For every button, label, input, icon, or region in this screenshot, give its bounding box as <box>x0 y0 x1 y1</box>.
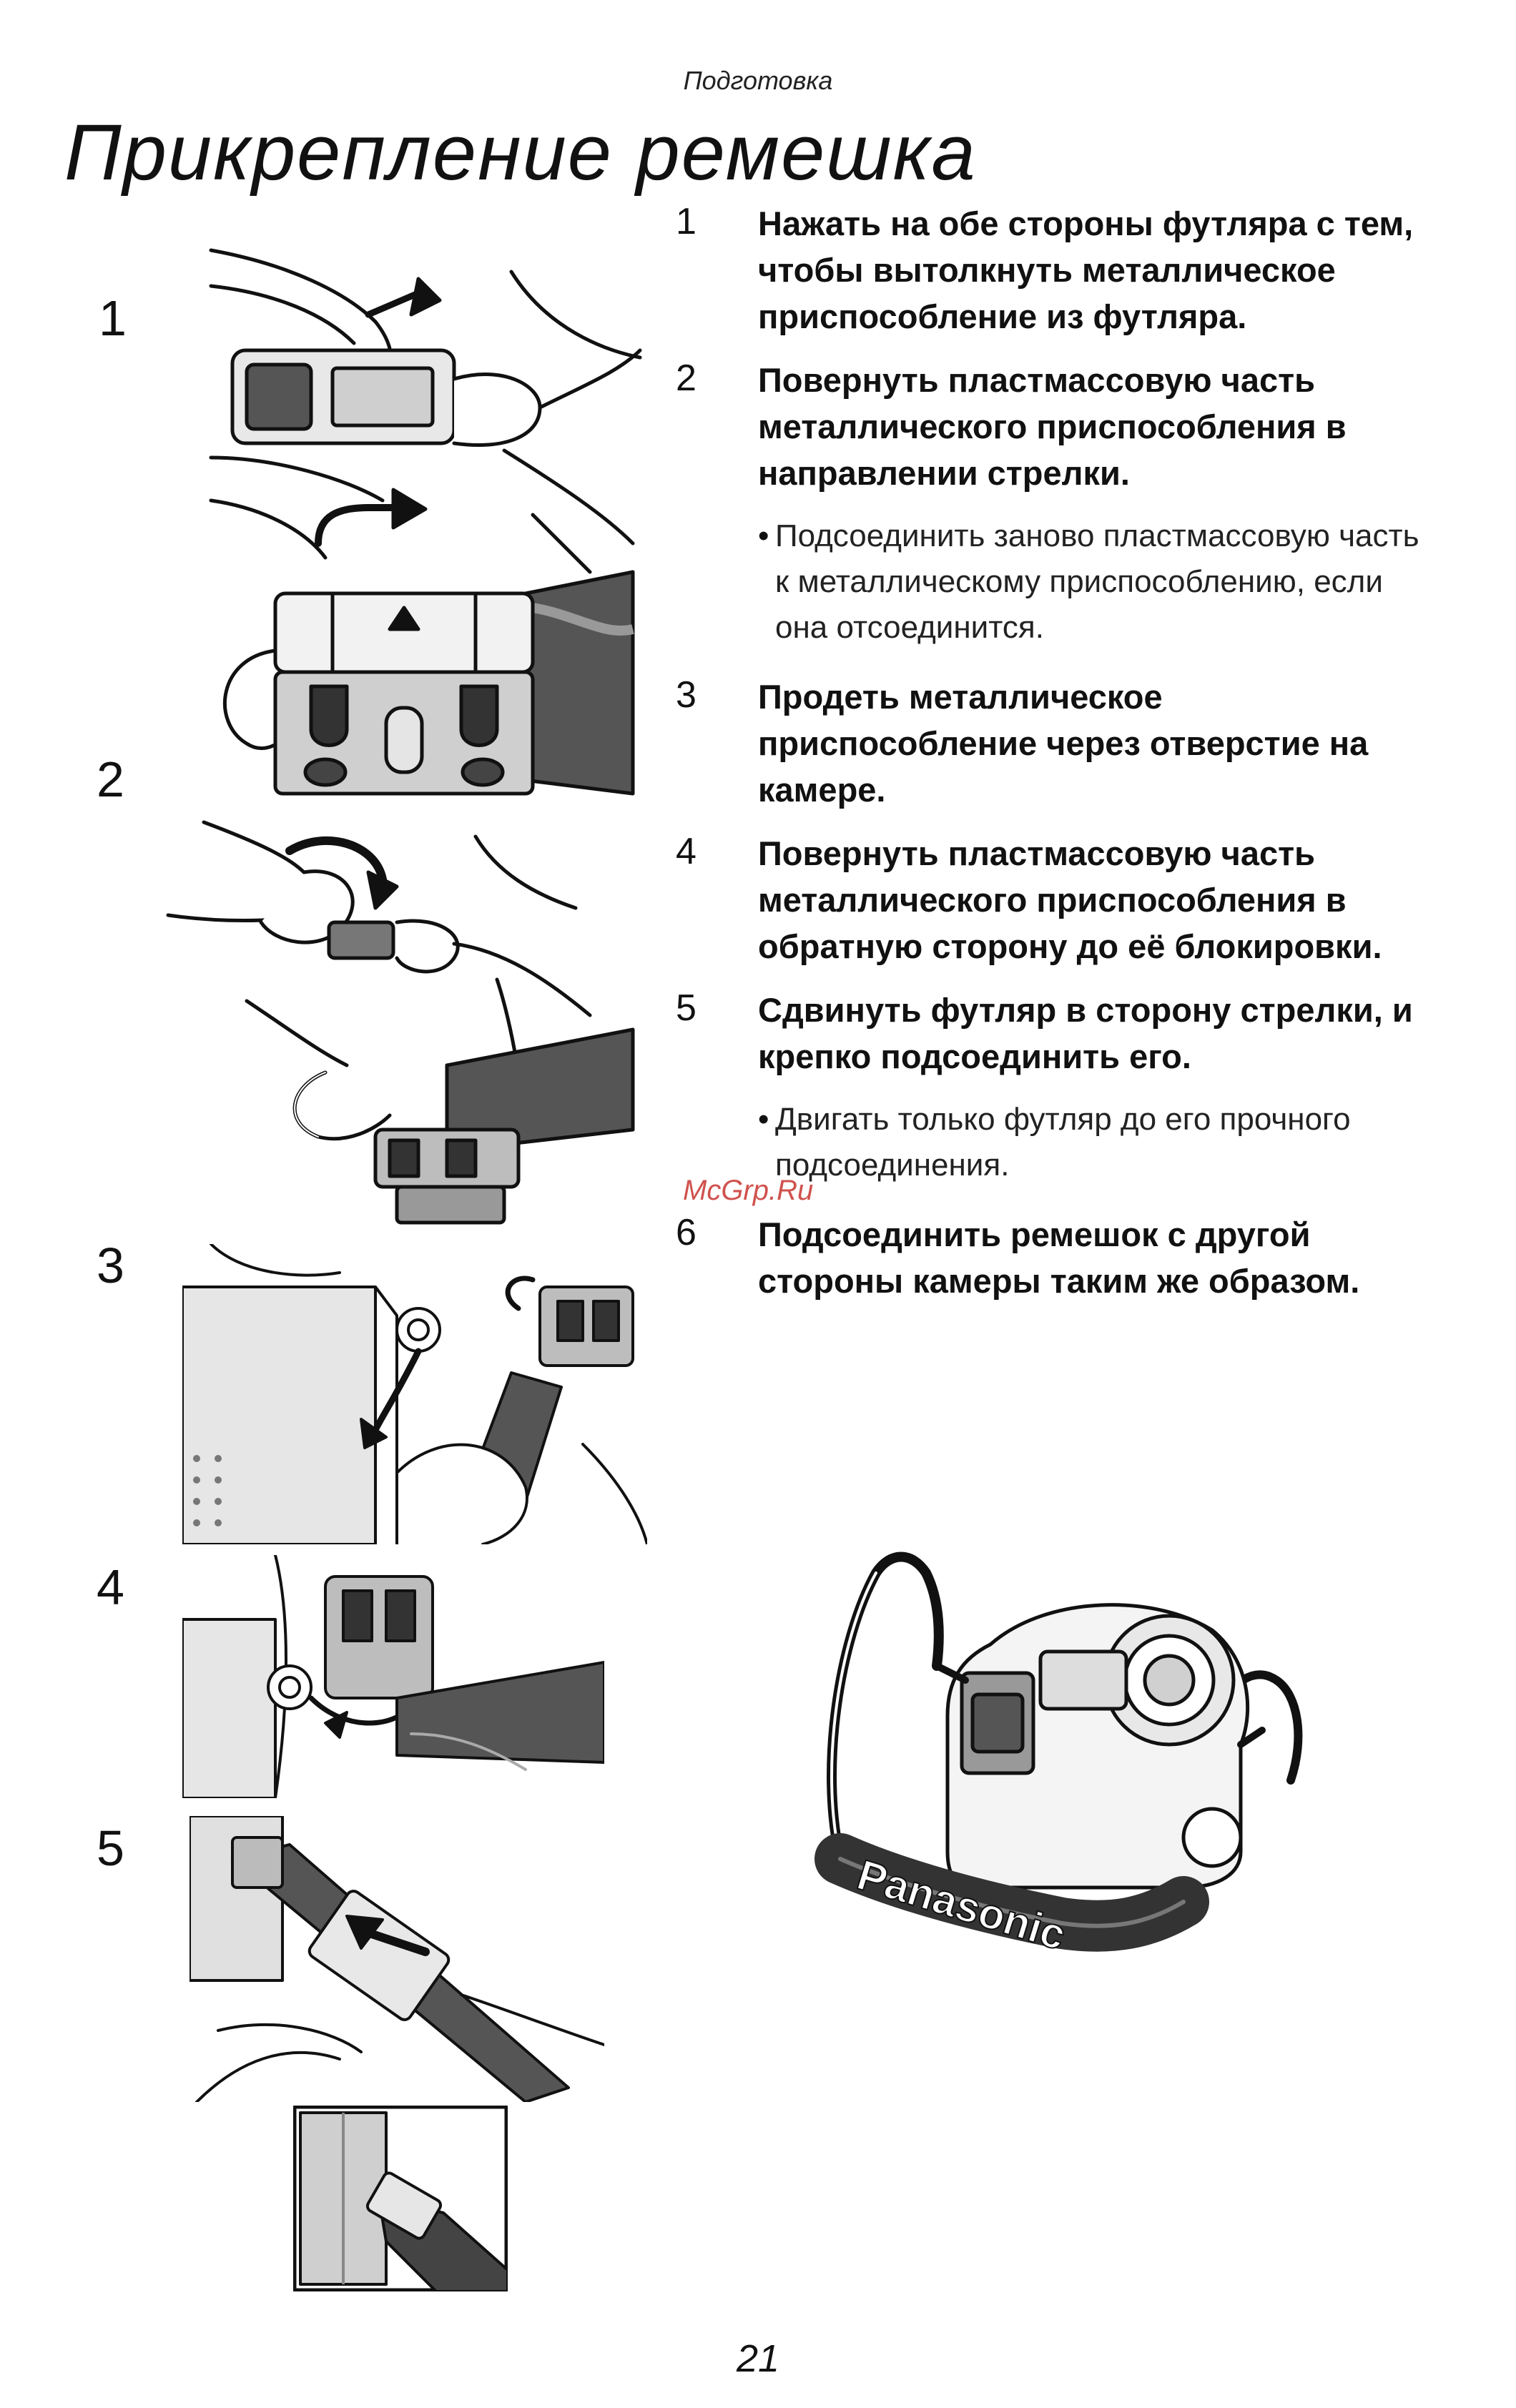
note-text: Подсоединить заново пластмассовую часть … <box>775 518 1419 645</box>
step-3: 3 Продеть металлическое приспособление ч… <box>676 673 1419 813</box>
figure-label-1: 1 <box>99 290 127 346</box>
page-title: Прикрепление ремешка <box>64 109 977 197</box>
step-5: 5 Сдвинуть футляр в сторону стрелки, и к… <box>676 987 1419 1080</box>
step-text: Подсоединить ремешок с другой стороны ка… <box>758 1215 1360 1300</box>
figure-label-4: 4 <box>97 1559 124 1615</box>
figure-label-3: 3 <box>97 1238 124 1293</box>
step-number: 6 <box>676 1212 697 1253</box>
step-text: Сдвинуть футляр в сторону стрелки, и кре… <box>758 991 1413 1075</box>
step-6: 6 Подсоединить ремешок с другой стороны … <box>676 1211 1419 1304</box>
page-number: 21 <box>736 2337 780 2380</box>
illustration-inset-connected <box>293 2106 508 2291</box>
step-number: 4 <box>676 831 697 872</box>
step-number: 5 <box>676 987 697 1029</box>
step-2: 2 Повернуть пластмассовую часть металлич… <box>676 357 1419 496</box>
illustration-camera-with-strap: Panasonic <box>812 1551 1312 1959</box>
section-label: Подготовка <box>683 66 833 95</box>
illustration-rotate-plastic <box>161 815 647 1230</box>
illustration-case-detail <box>204 565 647 801</box>
note-text: Двигать только футляр до его прочного по… <box>775 1102 1351 1183</box>
instructions-list: 1 Нажать на обе стороны футляра с тем, ч… <box>676 200 1419 1321</box>
step-2-note: • Подсоединить заново пластмассовую част… <box>758 513 1419 651</box>
step-5-note: • Двигать только футляр до его прочного … <box>758 1097 1419 1188</box>
figure-label-2: 2 <box>97 751 124 807</box>
step-number: 3 <box>676 674 697 716</box>
illustration-slide-case <box>190 1816 604 2102</box>
step-text: Повернуть пластмассовую часть металличес… <box>758 361 1347 492</box>
step-4: 4 Повернуть пластмассовую часть металлич… <box>676 830 1419 969</box>
step-text: Продеть металлическое приспособление чер… <box>758 678 1369 809</box>
illustration-thread-eyelet <box>182 1244 647 1544</box>
step-text: Нажать на обе стороны футляра с тем, что… <box>758 204 1414 335</box>
step-1: 1 Нажать на обе стороны футляра с тем, ч… <box>676 200 1419 340</box>
step-text: Повернуть пластмассовую часть металличес… <box>758 834 1382 965</box>
bullet-icon: • <box>758 518 769 553</box>
illustration-lock-plastic <box>182 1555 604 1798</box>
watermark: McGrp.Ru <box>683 1175 814 1206</box>
step-number: 1 <box>676 201 697 242</box>
bullet-icon: • <box>758 1102 769 1137</box>
illustration-press-case <box>204 243 647 576</box>
step-number: 2 <box>676 357 697 399</box>
figure-label-5: 5 <box>97 1820 124 1876</box>
